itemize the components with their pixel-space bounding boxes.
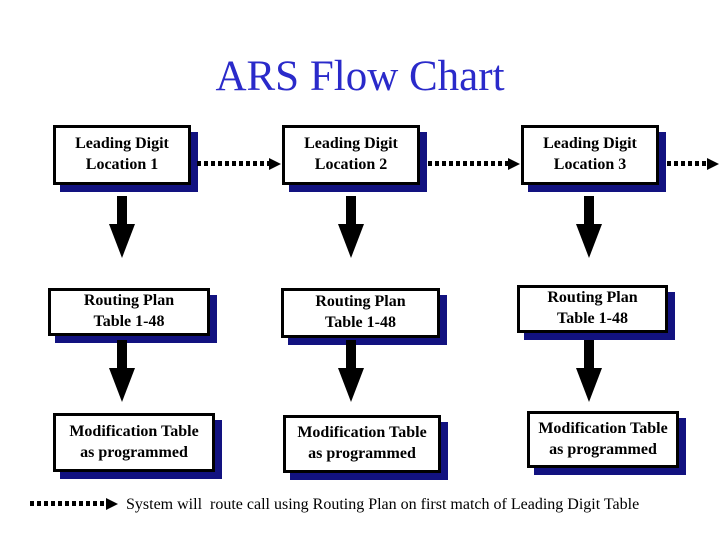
down-arrow-icon — [109, 340, 135, 402]
box-text-line: Modification Table — [297, 424, 427, 442]
box-text-line: Routing Plan — [315, 293, 406, 311]
down-arrow-head — [338, 368, 364, 402]
down-arrow-head — [576, 368, 602, 402]
down-arrow-shaft — [117, 196, 127, 224]
box-text-line: Location 1 — [85, 156, 159, 173]
box-text-line: as programmed — [80, 443, 188, 461]
box-text-line: Leading Digit — [543, 135, 637, 153]
box-text-line: Routing Plan — [547, 289, 638, 307]
box-text-line: Leading Digit — [75, 135, 169, 153]
box-text-line: Modification Table — [538, 419, 668, 437]
down-arrow-icon — [338, 340, 364, 402]
box-text-line: Leading Digit — [304, 135, 398, 153]
dotted-arrow-head — [269, 158, 281, 170]
down-arrow-head — [338, 224, 364, 258]
flow-box-modification-table-2: Modification Table as programmed — [283, 415, 441, 473]
flow-box-routing-plan-3: Routing Plan Table 1-48 — [517, 285, 668, 333]
dotted-arrow-head — [707, 158, 719, 170]
down-arrow-shaft — [346, 196, 356, 224]
box-text-line: as programmed — [308, 445, 416, 462]
down-arrow-shaft — [584, 340, 594, 368]
box-text-line: Location 2 — [314, 156, 388, 173]
flow-box-leading-digit-location-2: Leading Digit Location 2 — [282, 125, 420, 185]
down-arrow-head — [576, 224, 602, 258]
flow-box-modification-table-3: Modification Table as programmed — [527, 411, 679, 468]
dotted-right-arrow-icon — [428, 161, 508, 166]
box-text-line: Table 1-48 — [325, 314, 396, 331]
box-text-line: Table 1-48 — [557, 310, 628, 327]
flow-box-leading-digit-location-3: Leading Digit Location 3 — [521, 125, 659, 185]
flow-box-modification-table-1: Modification Table as programmed — [53, 413, 215, 472]
down-arrow-icon — [109, 196, 135, 258]
down-arrow-shaft — [584, 196, 594, 224]
down-arrow-head — [109, 368, 135, 402]
flow-box-leading-digit-location-1: Leading Digit Location 1 — [53, 125, 191, 185]
dotted-arrow-head — [508, 158, 520, 170]
box-text-line: Location 3 — [553, 156, 627, 173]
down-arrow-head — [109, 224, 135, 258]
footnote-text: System will route call using Routing Pla… — [126, 496, 640, 513]
down-arrow-icon — [576, 196, 602, 258]
box-text-line: Modification Table — [69, 422, 199, 440]
box-text-line: Table 1-48 — [93, 313, 165, 330]
down-arrow-icon — [338, 196, 364, 258]
down-arrow-shaft — [346, 340, 356, 368]
flow-box-routing-plan-2: Routing Plan Table 1-48 — [281, 288, 440, 338]
down-arrow-shaft — [117, 340, 127, 368]
dotted-right-arrow-icon — [197, 161, 269, 166]
dotted-right-arrow-icon — [30, 501, 106, 506]
dotted-right-arrow-icon — [667, 161, 707, 166]
box-text-line: as programmed — [549, 440, 657, 458]
flow-box-routing-plan-1: Routing Plan Table 1-48 — [48, 288, 210, 336]
down-arrow-icon — [576, 340, 602, 402]
box-text-line: Routing Plan — [83, 292, 175, 310]
slide-title: ARS Flow Chart — [215, 53, 505, 100]
dotted-arrow-head — [106, 498, 118, 510]
